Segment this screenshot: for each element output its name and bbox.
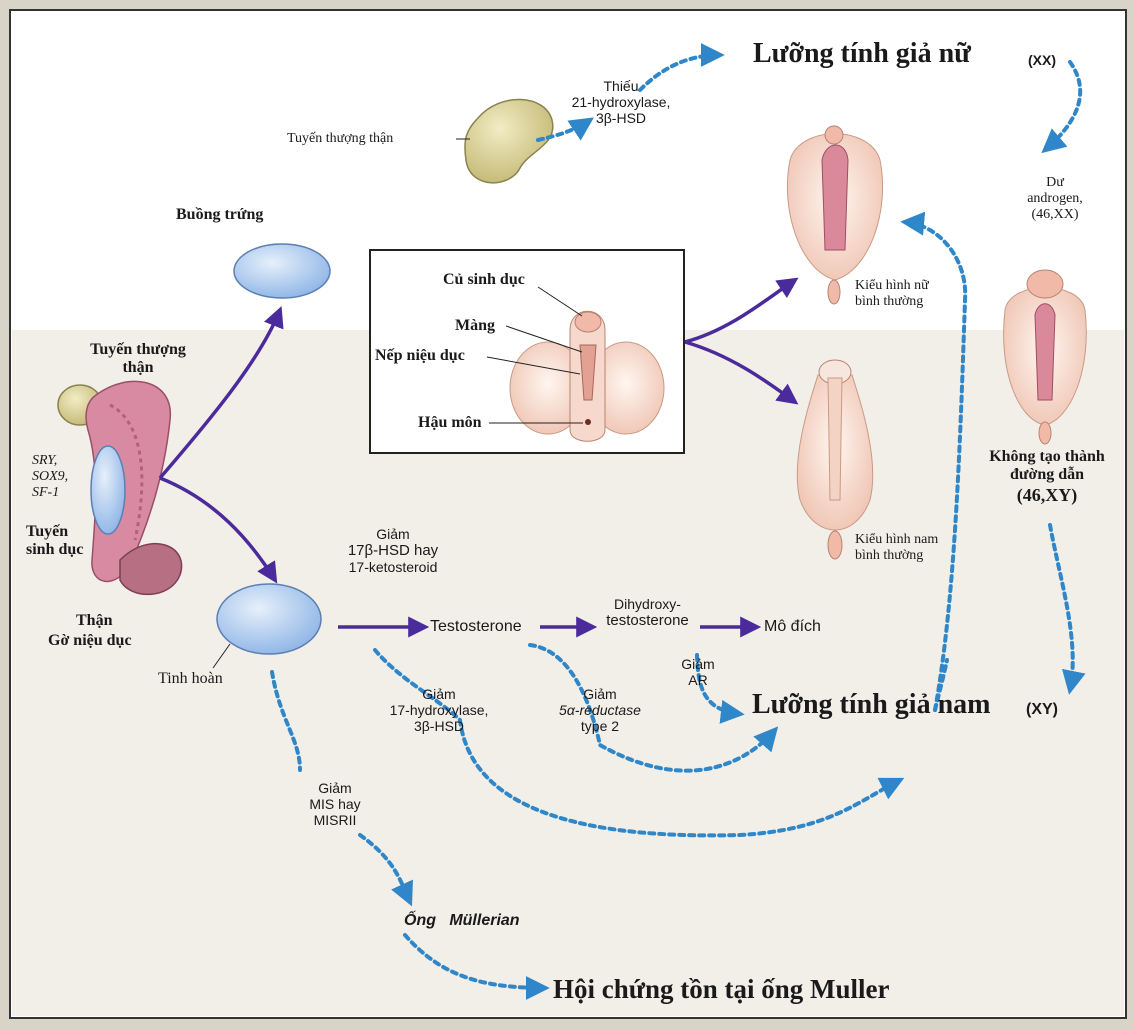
- dec-mis-line-3: MISRII: [313, 812, 357, 829]
- normal-female-line-1: Kiểu hình nữ: [855, 278, 929, 293]
- gene-sox9: SOX9,: [32, 469, 69, 485]
- label-normal-male: Kiểu hình nam bình thường: [855, 532, 938, 564]
- excess-line-1: Dư: [1046, 175, 1064, 190]
- title-male-pseudohermaphroditism: Lưỡng tính giả nam: [752, 689, 991, 720]
- title-female-pseudohermaphroditism: Lưỡng tính giả nữ: [753, 38, 971, 69]
- deficiency-line-2: 21-hydroxylase,: [571, 94, 671, 111]
- dec-mis-line-2: MIS hay: [309, 796, 361, 813]
- adrenal-gland-top: [464, 98, 554, 184]
- no-duct-line-3: (46,XY): [1016, 484, 1078, 505]
- label-dec-ar: Giảm AR: [670, 656, 726, 688]
- ovary-shape: [233, 243, 331, 299]
- dotted-arrows: [270, 43, 1086, 1000]
- gene-sry: SRY,: [32, 453, 58, 468]
- gonad-line-1: Tuyến: [26, 523, 69, 540]
- gene-sf1: SF-1: [32, 485, 60, 501]
- label-dec-17hsd: Giảm 17β-HSD hay 17-ketosteroid: [333, 526, 453, 575]
- label-excess-androgen: Dư androgen, (46,XX): [1020, 175, 1090, 223]
- dec-17hyd-line-2: 17-hydroxylase,: [389, 702, 489, 719]
- label-xy: (XY): [1026, 701, 1058, 718]
- label-normal-female: Kiểu hình nữ bình thường: [855, 278, 929, 310]
- dec-17hsd-line-3: 17-ketosteroid: [348, 559, 438, 576]
- adrenal-left-line-1: Tuyến thượng: [90, 341, 186, 358]
- label-dec-mis: Giảm MIS hay MISRII: [290, 780, 380, 828]
- label-target-tissue: Mô đích: [764, 618, 821, 635]
- label-xx: (XX): [1028, 52, 1056, 68]
- label-adrenal-left: Tuyến thượng thận: [78, 341, 198, 378]
- label-gonad: Tuyến sinh dục: [26, 523, 83, 560]
- label-ovary: Buồng trứng: [176, 206, 264, 223]
- label-testosterone: Testosterone: [430, 618, 522, 635]
- label-adrenal-top: Tuyến thượng thận: [287, 131, 394, 146]
- no-duct-line-2: đường dẫn: [1009, 466, 1085, 484]
- title-persistent-mullerian-syndrome: Hội chứng tồn tại ống Muller: [553, 974, 890, 1004]
- dht-line-2: testosterone: [606, 612, 689, 630]
- deficiency-line-1: Thiếu: [603, 78, 639, 94]
- dht-line-1: Dihydroxy-: [614, 596, 681, 612]
- purple-arrows: [158, 277, 799, 638]
- label-dec-5a-reductase: Giảm 5α-reductase type 2: [550, 686, 650, 734]
- excess-line-3: (46,XX): [1031, 207, 1079, 223]
- label-no-duct: Không tạo thành đường dẫn (46,XY): [982, 448, 1112, 505]
- dec-ar-line-1: Giảm: [681, 656, 715, 672]
- no-duct-line-1: Không tạo thành: [989, 448, 1105, 465]
- kidney-shape: [119, 542, 183, 596]
- dec-5a-line-1: Giảm: [583, 686, 617, 702]
- gonad-line-2: sinh dục: [26, 541, 84, 559]
- label-urethral-fold: Nếp niệu dục: [375, 347, 465, 364]
- normal-male-line-1: Kiểu hình nam: [855, 532, 939, 547]
- label-genital-tubercle: Củ sinh dục: [443, 271, 525, 288]
- dec-ar-line-2: AR: [688, 672, 708, 689]
- dec-17hyd-line-3: 3β-HSD: [413, 718, 465, 735]
- gonad-shape: [90, 445, 126, 535]
- label-deficiency-top: Thiếu 21-hydroxylase, 3β-HSD: [566, 78, 676, 126]
- label-genes: SRY, SOX9, SF-1: [32, 453, 68, 501]
- dec-5a-line-3: type 2: [580, 718, 620, 735]
- label-mullerian-duct: Ống Müllerian: [404, 912, 520, 929]
- testis-shape: [216, 583, 322, 655]
- label-anus: Hậu môn: [418, 414, 482, 431]
- label-membrane: Màng: [455, 317, 495, 334]
- label-urogenital-ridge: Gờ niệu dục: [48, 632, 132, 649]
- dec-17hyd-line-1: Giảm: [422, 686, 456, 702]
- normal-female-line-2: bình thường: [855, 294, 924, 310]
- dec-17hsd-line-1: Giảm: [376, 526, 410, 542]
- dec-5a-line-2: 5α-reductase: [559, 702, 641, 719]
- label-dht: Dihydroxy- testosterone: [595, 596, 700, 629]
- dec-mis-line-1: Giảm: [318, 780, 352, 796]
- deficiency-line-3: 3β-HSD: [595, 110, 647, 127]
- label-testis: Tinh hoàn: [158, 670, 223, 687]
- normal-male-line-2: bình thường: [855, 548, 924, 564]
- label-dec-17hydroxylase: Giảm 17-hydroxylase, 3β-HSD: [380, 686, 498, 734]
- adrenal-left-line-2: thận: [122, 359, 154, 377]
- dec-17hsd-line-2: 17β-HSD hay: [347, 542, 439, 560]
- label-kidney: Thận: [76, 612, 113, 629]
- excess-line-2: androgen,: [1027, 191, 1083, 207]
